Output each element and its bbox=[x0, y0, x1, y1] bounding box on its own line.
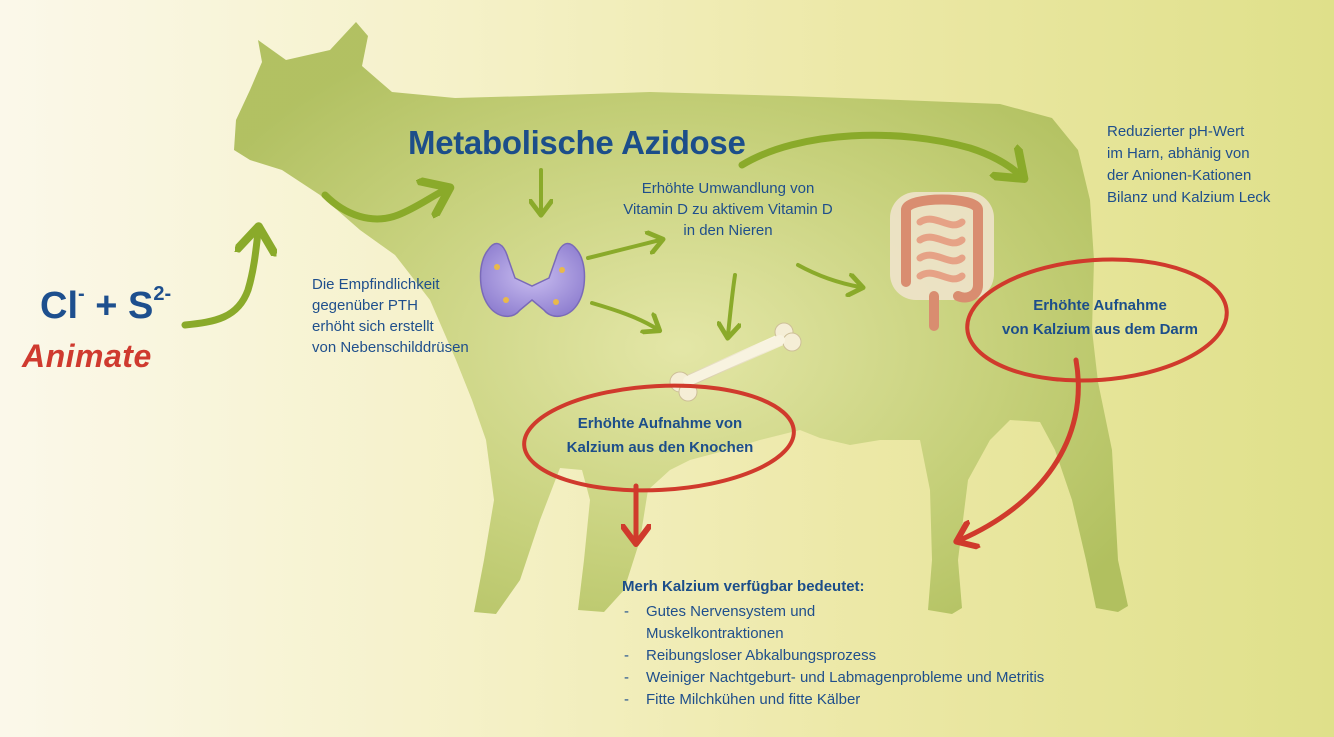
formula-chloride: Cl bbox=[40, 285, 78, 327]
vitamin-d-line: in den Nieren bbox=[588, 220, 868, 241]
ph-line: der Anionen-Kationen bbox=[1107, 165, 1327, 187]
page-title: Metabolische Azidose bbox=[408, 124, 746, 162]
benefit-item: Gutes Nervensystem und Muskelkontraktion… bbox=[622, 601, 906, 645]
ph-label: Reduzierter pH-Wert im Harn, abhänig von… bbox=[1107, 121, 1327, 209]
pth-line: von Nebenschilddrüsen bbox=[312, 337, 512, 358]
vitamin-d-line: Vitamin D zu aktivem Vitamin D bbox=[588, 199, 868, 220]
benefit-item: Weiniger Nachtgeburt- und Labmagenproble… bbox=[622, 667, 1182, 689]
benefit-item: Fitte Milchkühen und fitte Kälber bbox=[622, 689, 1182, 711]
benefits-list: Gutes Nervensystem und Muskelkontraktion… bbox=[622, 601, 1182, 711]
ph-line: im Harn, abhänig von bbox=[1107, 143, 1327, 165]
bone-uptake-line: Kalzium aus den Knochen bbox=[540, 436, 780, 460]
formula: Cl- + S2- bbox=[40, 285, 171, 328]
brand-logo: Animate bbox=[22, 338, 152, 375]
bone-uptake-label: Erhöhte Aufnahme von Kalzium aus den Kno… bbox=[540, 412, 780, 460]
vitamin-d-line: Erhöhte Umwandlung von bbox=[588, 178, 868, 199]
formula-sulfur: + S bbox=[85, 285, 154, 327]
formula-chloride-charge: - bbox=[78, 283, 85, 305]
gut-uptake-line: von Kalzium aus dem Darm bbox=[975, 318, 1225, 342]
benefits-title: Merh Kalzium verfügbar bedeutet: bbox=[622, 578, 865, 595]
pth-line: gegenüber PTH bbox=[312, 295, 512, 316]
vitamin-d-label: Erhöhte Umwandlung von Vitamin D zu akti… bbox=[588, 178, 868, 241]
pth-line: erhöht sich erstellt bbox=[312, 316, 512, 337]
gut-uptake-label: Erhöhte Aufnahme von Kalzium aus dem Dar… bbox=[975, 294, 1225, 342]
ph-line: Bilanz und Kalzium Leck bbox=[1107, 187, 1327, 209]
pth-label: Die Empfindlichkeit gegenüber PTH erhöht… bbox=[312, 274, 512, 358]
benefit-item: Reibungsloser Abkalbungsprozess bbox=[622, 645, 1182, 667]
gut-uptake-line: Erhöhte Aufnahme bbox=[975, 294, 1225, 318]
ph-line: Reduzierter pH-Wert bbox=[1107, 121, 1327, 143]
arrow-formula-to-cow bbox=[185, 232, 258, 325]
formula-sulfur-charge: 2- bbox=[153, 283, 171, 305]
bone-uptake-line: Erhöhte Aufnahme von bbox=[540, 412, 780, 436]
pth-line: Die Empfindlichkeit bbox=[312, 274, 512, 295]
